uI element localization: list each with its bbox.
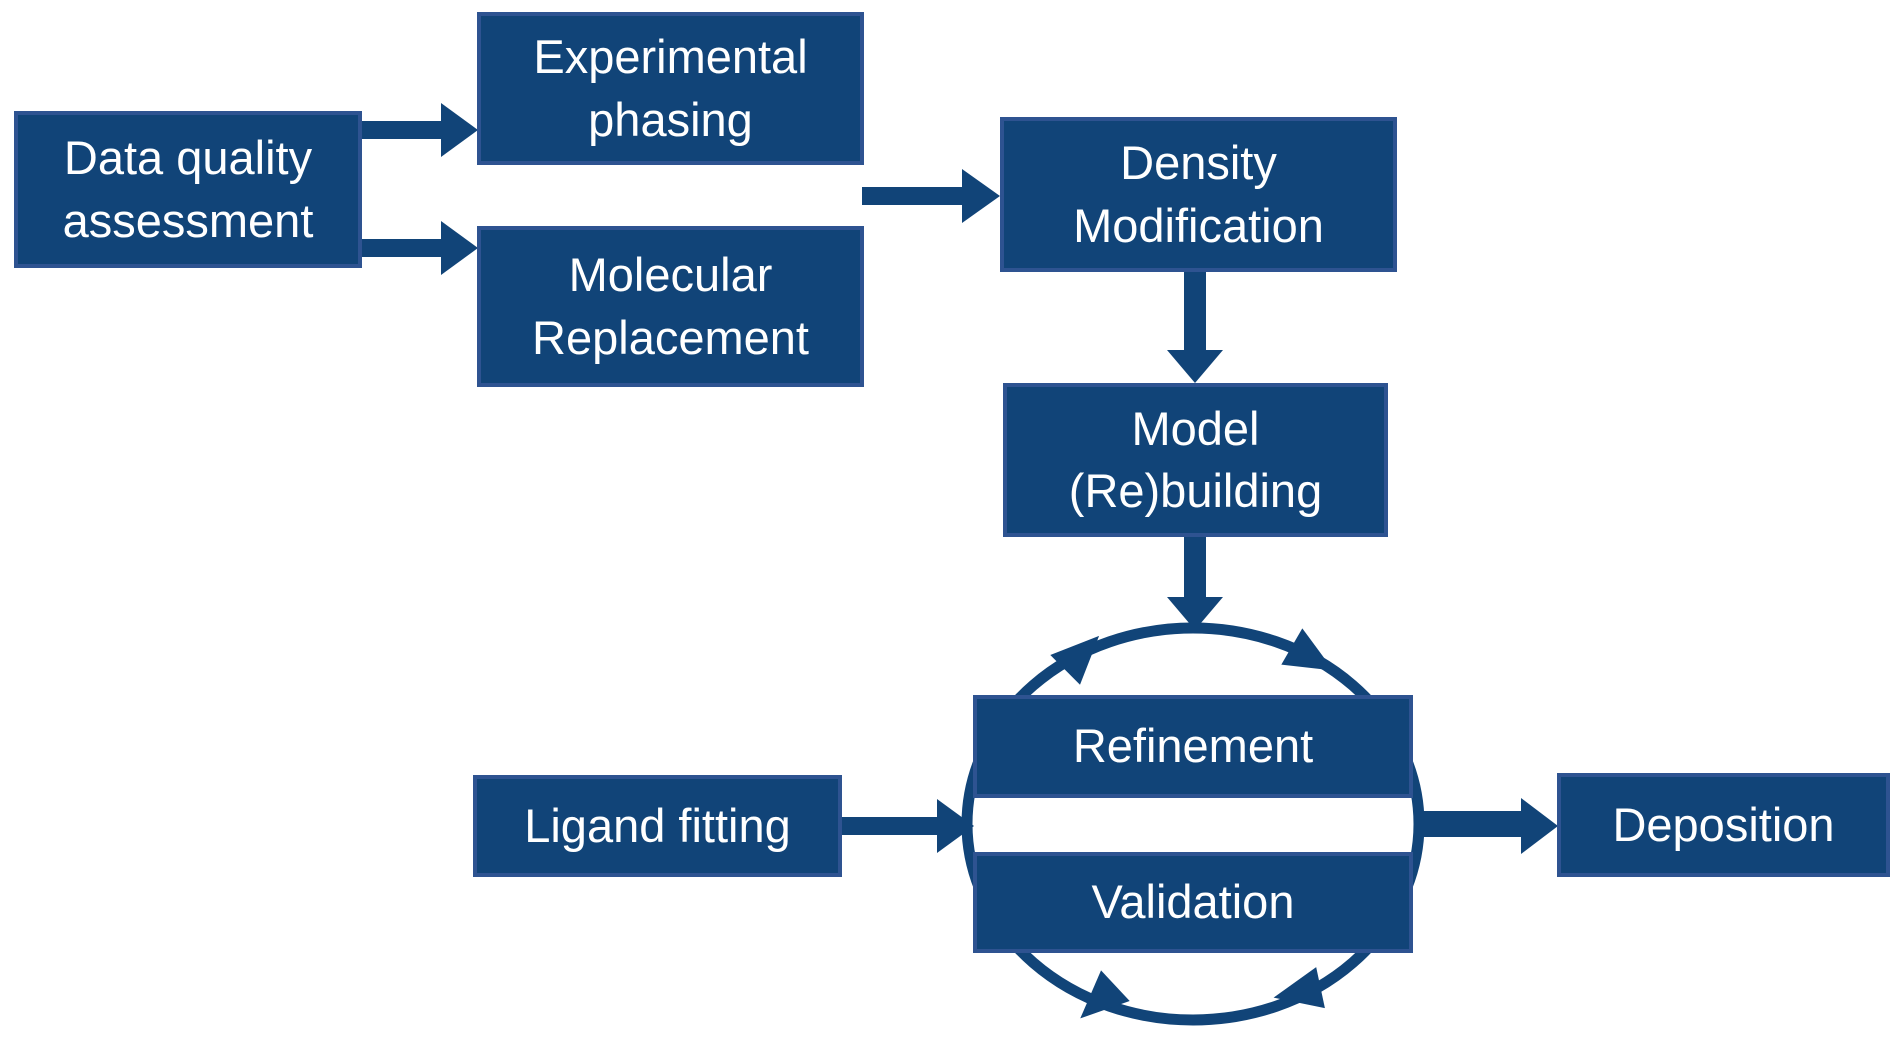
arrow-head [1167,350,1223,383]
node-validation: Validation [973,852,1413,953]
arrow-shaft [1419,811,1521,837]
node-data-quality-assessment: Data quality assessment [14,111,362,268]
arrow-shaft [360,121,441,139]
cycle-arrowhead-bottom-right [1273,967,1325,1009]
node-label: Validation [1091,875,1295,929]
node-density-modification: Density Modification [1000,117,1397,272]
node-ligand-fitting: Ligand fitting [473,775,842,877]
arrow-head [1167,597,1223,630]
node-experimental-phasing: Experimental phasing [477,12,864,165]
arrow-shaft [1184,270,1206,350]
arrow-shaft [360,239,441,257]
arrow-head [1521,798,1558,854]
node-label: Density Modification [1073,136,1324,252]
arrow-density-modification-to-model-rebuilding [1167,270,1223,383]
node-model-rebuilding: Model (Re)building [1003,383,1388,537]
cycle-arrowhead-top-right [1281,628,1334,671]
arrow-shaft [842,817,937,835]
arrow-data-quality-to-molecular-replacement [360,221,478,275]
arrow-head [937,799,974,853]
arrow-head [441,103,478,157]
arrow-ligand-fitting-to-cycle [842,799,974,853]
node-label: Refinement [1072,719,1314,773]
arrow-phasing-to-density-modification [862,169,1000,223]
node-deposition: Deposition [1557,773,1890,877]
arrow-shaft [862,187,962,205]
node-label: Model (Re)building [1068,401,1323,517]
node-label: Molecular Replacement [532,248,809,364]
node-molecular-replacement: Molecular Replacement [477,226,864,387]
arrow-data-quality-to-experimental-phasing [360,103,478,157]
arrow-shaft [1184,535,1206,597]
arrow-head [441,221,478,275]
arrow-cycle-to-deposition [1419,798,1558,854]
cycle-arrowhead-bottom-left [1080,970,1130,1019]
node-label: Data quality assessment [62,131,314,247]
node-label: Ligand fitting [524,798,791,852]
node-label: Deposition [1612,797,1835,851]
cycle-arrow-ellipse [961,622,1425,1026]
arrow-head [962,169,1000,223]
arrow-model-rebuilding-to-cycle [1167,535,1223,630]
cycle-arrowheads [1050,628,1334,1019]
cycle-arrowhead-top-left [1050,635,1100,685]
node-label: Experimental phasing [533,30,808,146]
node-refinement: Refinement [973,695,1413,798]
